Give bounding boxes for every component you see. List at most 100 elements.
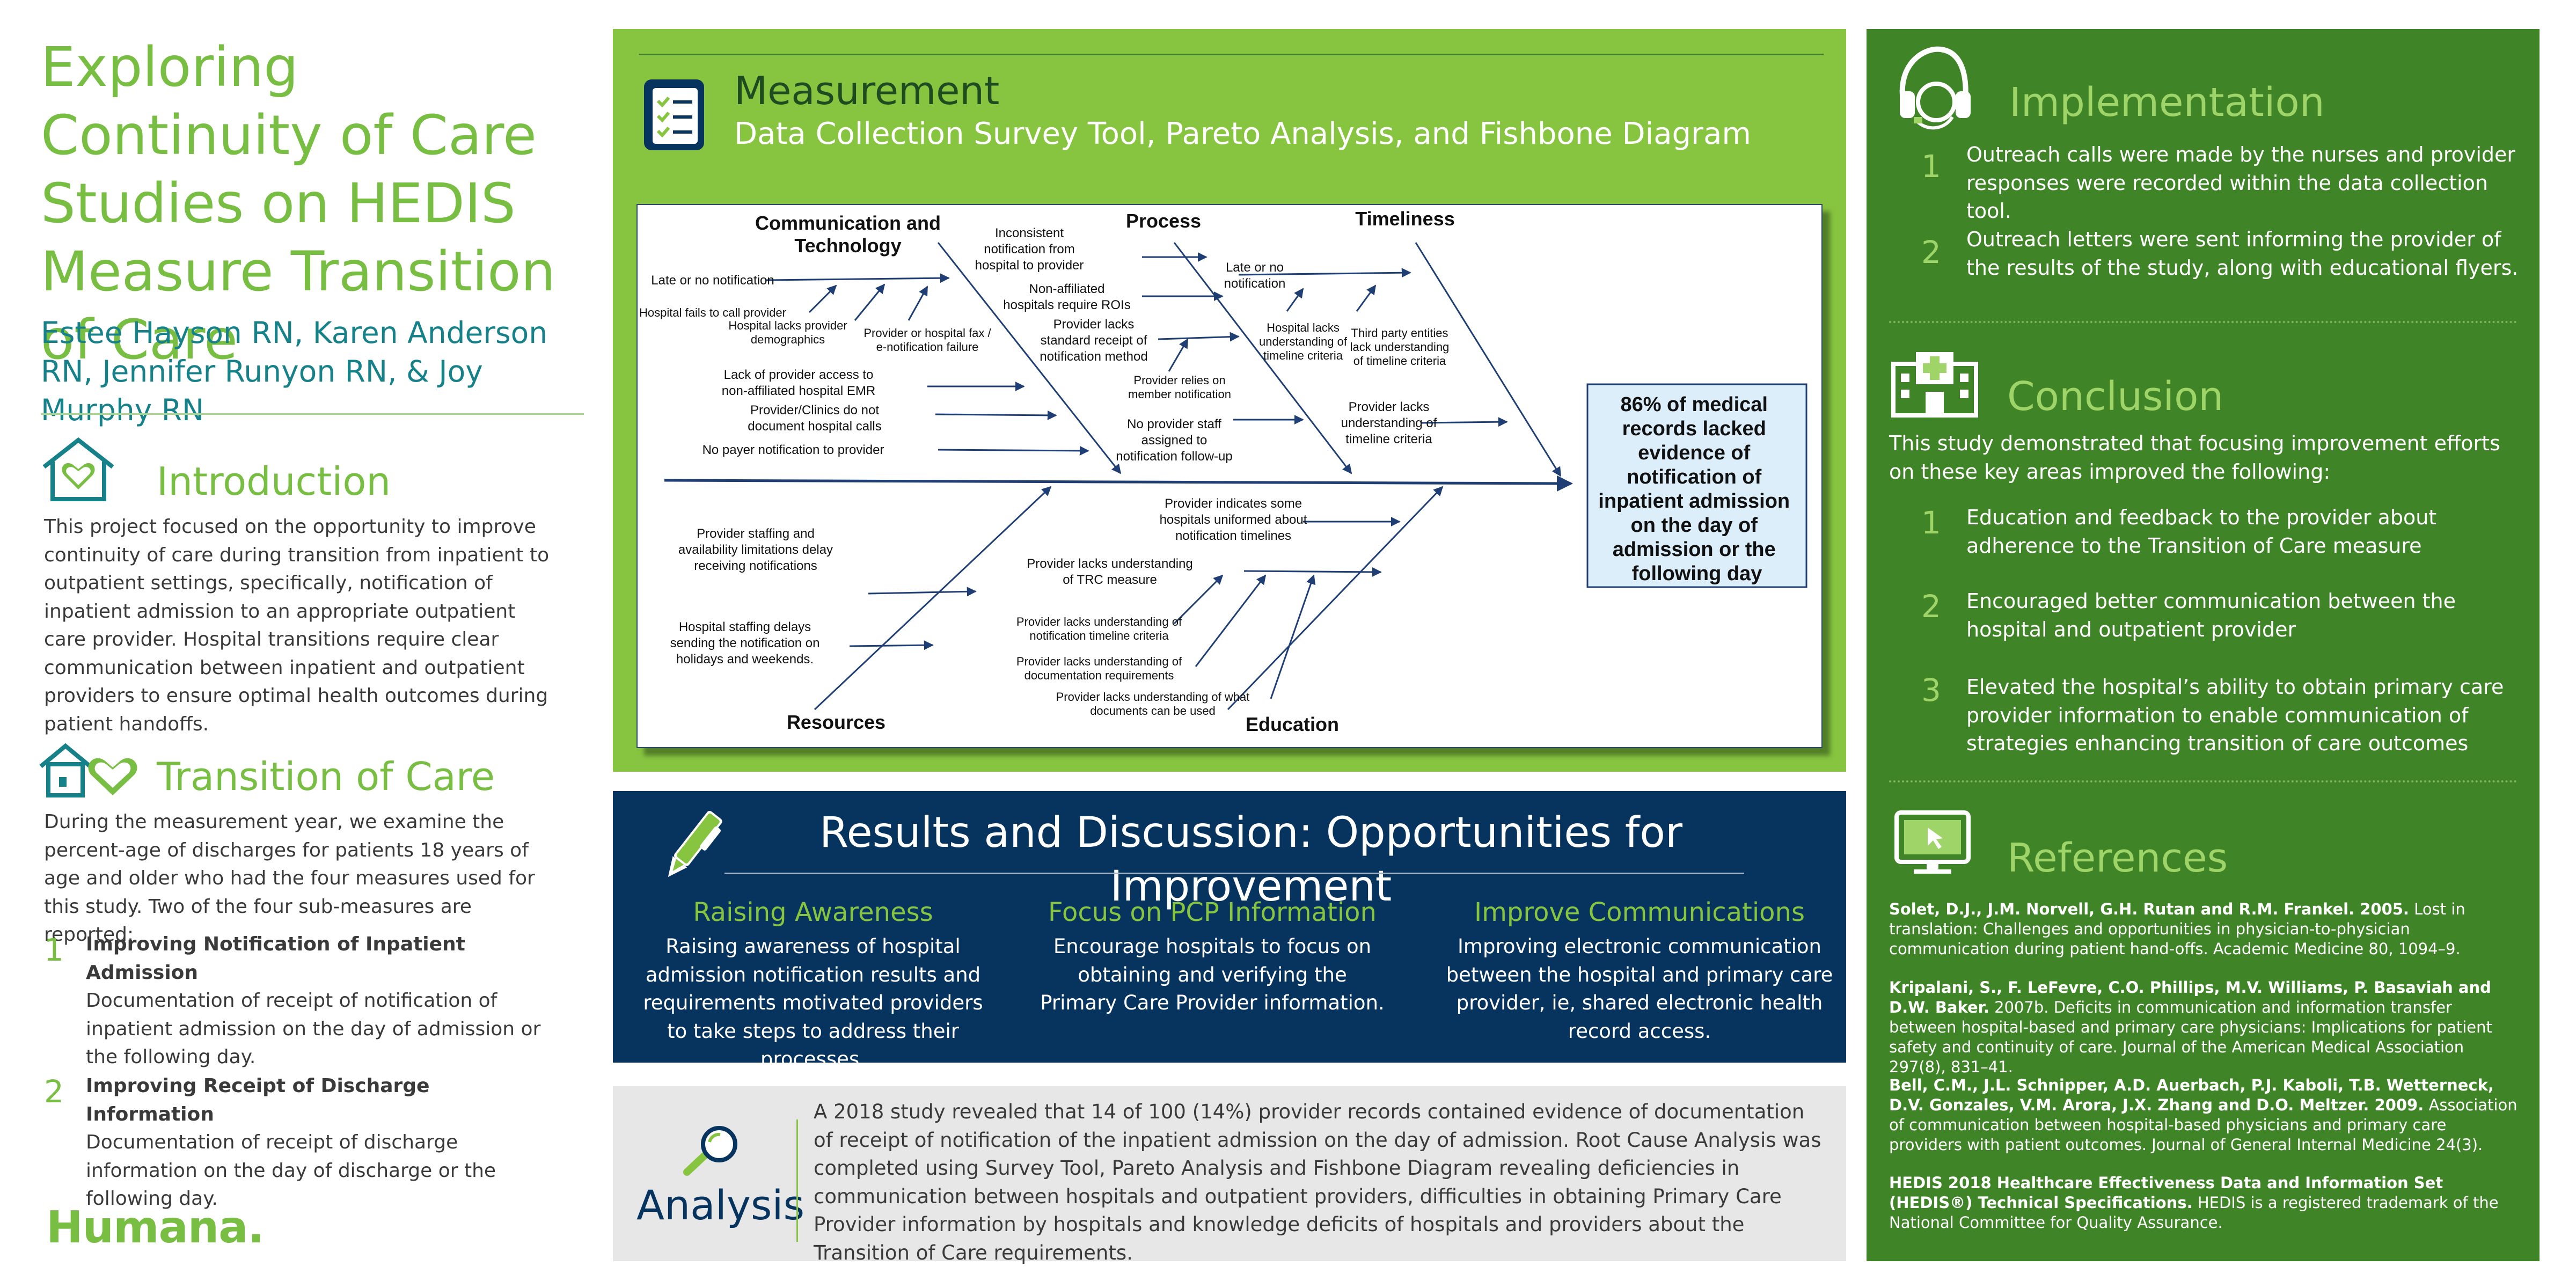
transition-item: Improving Notification of Inpatient Admi… (86, 931, 558, 1072)
bone-education (1227, 486, 1444, 711)
headset-icon (1899, 46, 1971, 130)
results-column-heading: Improve Communications (1474, 897, 1805, 927)
bone-communication (937, 242, 1122, 474)
reference-authors: HEDIS 2018 Healthcare Effectiveness Data… (1889, 1174, 2443, 1212)
conclusion-item-number: 1 (1921, 504, 1941, 541)
authors: Estee Hayson RN, Karen Anderson RN, Jenn… (41, 316, 548, 427)
category-process: Process (1126, 210, 1201, 232)
divider (796, 1119, 798, 1242)
divider (41, 413, 584, 415)
divider (1889, 321, 2517, 323)
results-column-text: Raising awareness of hospital admission … (643, 935, 983, 1071)
house-heart-icon (42, 437, 114, 501)
transition-item-text: Documentation of receipt of notification… (86, 990, 541, 1068)
introduction-text: This project focused on the opportunity … (44, 516, 550, 735)
effect-box (1586, 383, 1807, 588)
transition-item-title: Improving Notification of Inpatient Admi… (86, 933, 465, 984)
reference-text: Lost in translation: Challenges and oppo… (1889, 900, 2465, 958)
humana-logo: Humana. (46, 1202, 265, 1253)
hospital-icon (1891, 352, 1978, 418)
transition-item-number: 1 (44, 932, 64, 968)
conclusion-intro: This study demonstrated that focusing im… (1889, 431, 2500, 484)
computer-icon (1894, 810, 1971, 874)
bone-process (1173, 242, 1352, 474)
effect-text: 86% of medical records lacked evidence o… (1598, 393, 1795, 585)
introduction-heading: Introduction (157, 459, 391, 504)
transition-item-title: Improving Receipt of Discharge Informati… (86, 1075, 430, 1125)
results-column-heading: Raising Awareness (693, 897, 933, 927)
results-column-text: Improving electronic communication betwe… (1446, 935, 1833, 1043)
conclusion-item-text: Education and feedback to the provider a… (1966, 506, 2437, 558)
transition-text: During the measurement year, we examine … (44, 811, 535, 946)
reference-authors: Bell, C.M., J.L. Schnipper, A.D. Auerbac… (1889, 1076, 2494, 1114)
divider (724, 873, 1744, 874)
references-heading: References (2007, 835, 2228, 881)
category-education: Education (1246, 713, 1339, 735)
checklist-icon (644, 79, 704, 150)
analysis-panel (613, 1086, 1846, 1261)
transition-heading: Transition of Care (157, 754, 495, 799)
category-resources: Resources (787, 711, 885, 733)
cause-label: Late or no notification (651, 273, 774, 288)
magnifier-icon (683, 1126, 737, 1176)
analysis-text: A 2018 study revealed that 14 of 100 (14… (814, 1100, 1821, 1264)
left-column: Exploring Continuity of Care Studies on … (0, 0, 596, 1288)
divider (639, 54, 1824, 55)
transition-item-text: Documentation of receipt of discharge in… (86, 1131, 496, 1210)
implementation-item-number: 1 (1921, 148, 1941, 185)
analysis-heading: Analysis (636, 1181, 805, 1229)
results-heading: Results and Discussion: Opportunities fo… (819, 809, 1683, 911)
reference-authors: Solet, D.J., J.M. Norvell, G.H. Rutan an… (1889, 900, 2409, 918)
cause-label: Hospital fails to call provider (639, 306, 786, 319)
reference-item: Solet, D.J., J.M. Norvell, G.H. Rutan an… (1889, 899, 2522, 959)
conclusion-item-text: Encouraged better communication between … (1966, 589, 2456, 641)
conclusion-item-text: Elevated the hospital’s ability to obtai… (1966, 675, 2504, 755)
implementation-item-number: 2 (1921, 234, 1941, 270)
reference-text: 2007b. Deficits in communication and inf… (1889, 998, 2492, 1076)
reference-authors: Kripalani, S., F. LeFevre, C.O. Phillips… (1889, 978, 2491, 1016)
bone-resources (814, 486, 1052, 711)
houses-heart-icon (39, 743, 137, 797)
cause-label: Provider or hospital fax /e-notification… (863, 326, 991, 354)
conclusion-item-number: 2 (1921, 588, 1941, 625)
pen-icon (668, 811, 722, 877)
transition-item-number: 2 (44, 1073, 64, 1110)
transition-item: Improving Receipt of Discharge Informati… (86, 1072, 558, 1213)
poster-title: Exploring Continuity of Care Studies on … (41, 35, 556, 372)
implementation-item-text: Outreach calls were made by the nurses a… (1966, 143, 2516, 223)
reference-text: Association of communication between hos… (1889, 1096, 2518, 1154)
implementation-item-text: Outreach letters were sent informing the… (1966, 228, 2519, 280)
right-column (1867, 29, 2540, 1261)
bone-timeliness (1415, 242, 1562, 477)
results-column-heading: Focus on PCP Information (1048, 897, 1377, 927)
conclusion-item-number: 3 (1921, 672, 1941, 708)
reference-item: HEDIS 2018 Healthcare Effectiveness Data… (1889, 1173, 2522, 1233)
results-panel (613, 791, 1846, 1063)
conclusion-heading: Conclusion (2007, 374, 2224, 420)
reference-item: Kripalani, S., F. LeFevre, C.O. Phillips… (1889, 978, 2522, 1077)
results-column-text: Encourage hospitals to focus on obtainin… (1040, 935, 1385, 1014)
reference-item: Bell, C.M., J.L. Schnipper, A.D. Auerbac… (1889, 1075, 2522, 1155)
implementation-heading: Implementation (2009, 79, 2325, 126)
